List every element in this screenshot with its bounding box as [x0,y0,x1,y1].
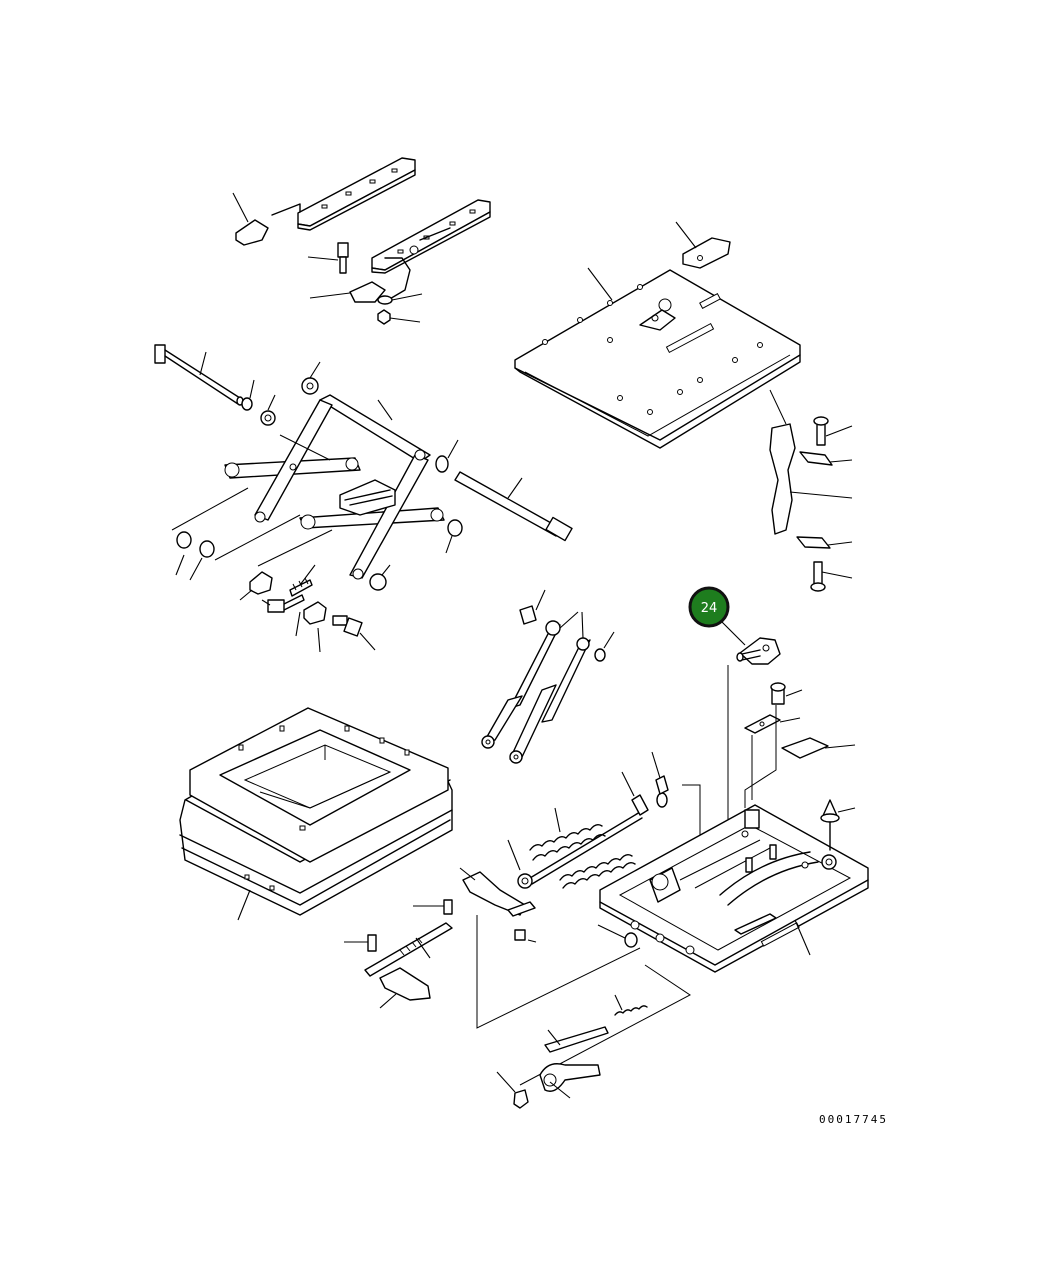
base-side-parts [744,682,856,851]
seat-cushion-frame [179,707,453,921]
callout-number: 24 [701,601,718,616]
rail-latch-parts [232,192,423,325]
gas-springs [481,589,615,764]
handle-bracket [675,221,731,269]
callout-marker [688,586,730,628]
callout-24[interactable]: 24 [688,586,730,628]
seat-slide-rails [271,157,491,301]
fasteners [239,564,376,653]
cable-and-handle [476,915,691,1109]
springs-and-levers [344,751,701,1009]
scissor-mechanism [154,344,573,591]
drawing-number: 00017745 [819,1113,888,1126]
seat-top-plate [514,267,801,449]
base-frame [599,804,869,973]
strap-assembly [769,389,853,592]
